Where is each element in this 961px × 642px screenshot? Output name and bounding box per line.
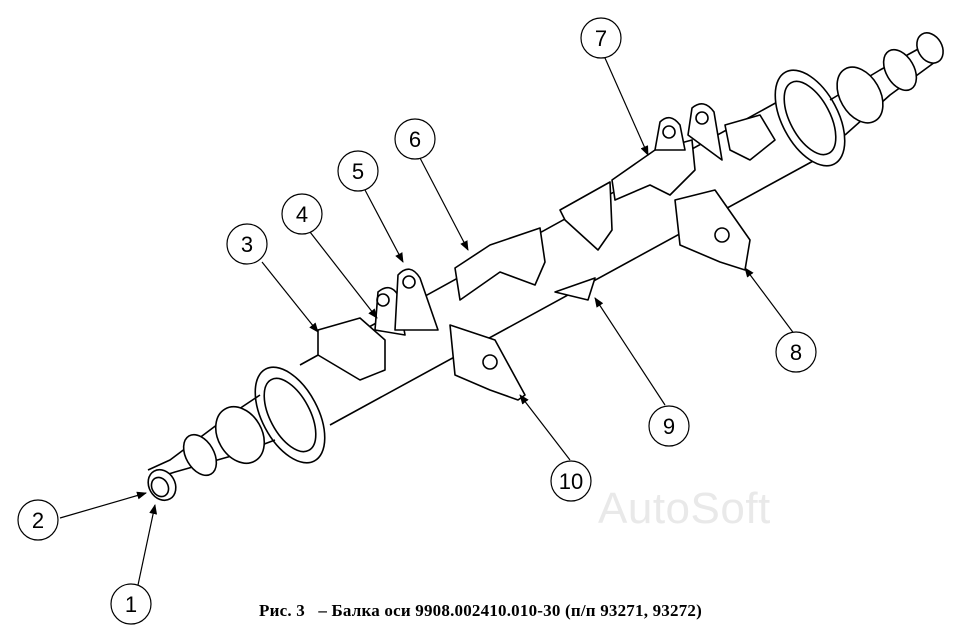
caption-text: – Балка оси 9908.002410.010-30 (п/п 9327… <box>318 601 702 620</box>
callout-2: 2 <box>17 499 59 541</box>
caption-spacer <box>305 601 318 620</box>
callout-label-8: 8 <box>790 340 802 365</box>
callout-5: 5 <box>337 150 379 192</box>
callout-6: 6 <box>394 118 436 160</box>
callout-9: 9 <box>648 405 690 447</box>
caption-prefix: Рис. 3 <box>259 601 305 620</box>
callout-8: 8 <box>775 331 817 373</box>
callout-label-10: 10 <box>559 469 583 494</box>
callout-label-5: 5 <box>352 159 364 184</box>
callout-3: 3 <box>226 223 268 265</box>
callout-label-7: 7 <box>595 26 607 51</box>
callout-1: 1 <box>110 583 152 625</box>
watermark: AutoSoft <box>598 484 771 533</box>
axle-beam <box>147 32 944 502</box>
callouts: 1 2 3 4 5 6 7 8 9 10 <box>17 17 817 625</box>
callout-label-1: 1 <box>125 592 137 617</box>
callout-4: 4 <box>281 193 323 235</box>
callout-label-9: 9 <box>663 414 675 439</box>
callout-label-6: 6 <box>409 127 421 152</box>
callout-10: 10 <box>550 460 592 502</box>
callout-label-4: 4 <box>296 202 308 227</box>
callout-label-3: 3 <box>241 232 253 257</box>
callout-7: 7 <box>580 17 622 59</box>
callout-label-2: 2 <box>32 508 44 533</box>
leader-lines <box>59 57 796 586</box>
figure-caption: Рис. 3 – Балка оси 9908.002410.010-30 (п… <box>0 601 961 621</box>
